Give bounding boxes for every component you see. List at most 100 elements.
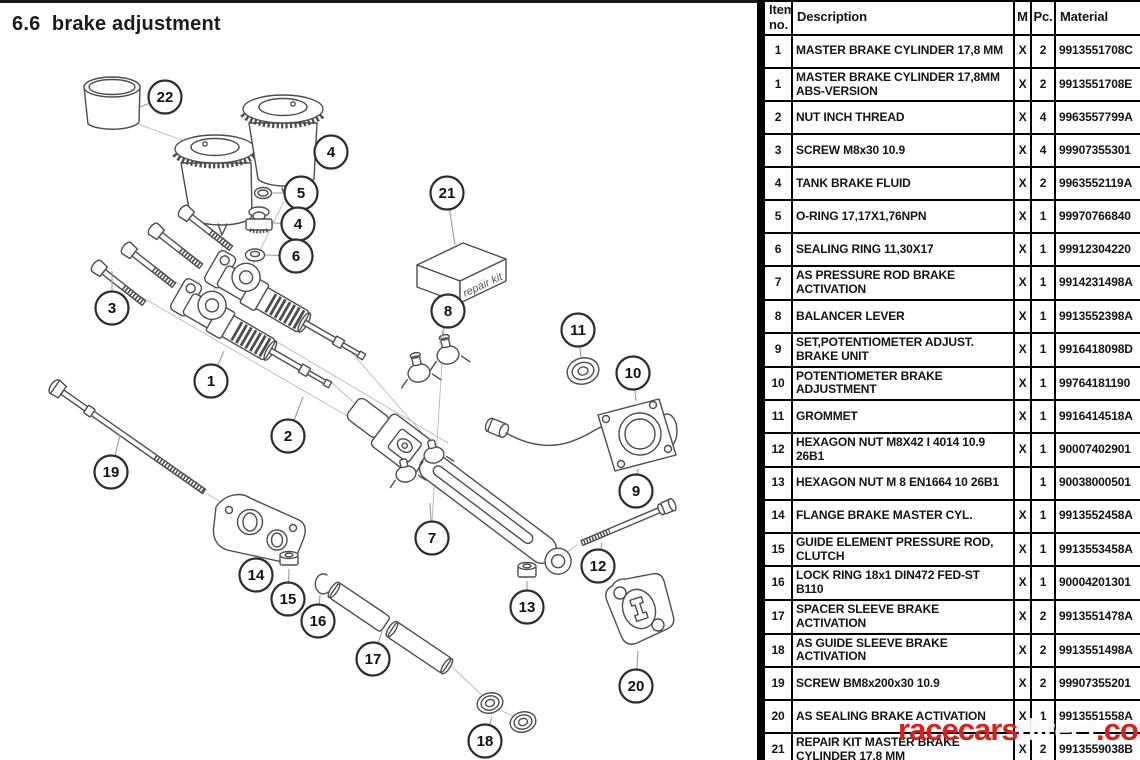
- svg-text:2: 2: [284, 428, 292, 445]
- cell-description: BALANCER LEVER: [791, 299, 1015, 335]
- parts-table: Item no. Description M Pc. Material 1MAS…: [763, 0, 1140, 760]
- cell-m: X: [1013, 199, 1032, 235]
- cell-description: HEXAGON NUT M8X42 I 4014 10.9 26B1: [791, 432, 1015, 468]
- svg-text:12: 12: [590, 558, 607, 575]
- header-material: Material: [1054, 0, 1140, 36]
- cell-item-no: 7: [763, 265, 793, 302]
- cell-item-no: 21: [763, 732, 793, 760]
- cell-pc: 1: [1030, 199, 1056, 235]
- cell-pc: 1: [1030, 332, 1056, 368]
- cell-m: X: [1013, 66, 1032, 103]
- cell-m: X: [1013, 732, 1032, 760]
- svg-text:10: 10: [625, 365, 642, 382]
- callout-10: 10: [615, 355, 651, 402]
- svg-text:14: 14: [248, 567, 265, 584]
- cell-item-no: 13: [763, 465, 793, 501]
- part-potentiometer-cable: [484, 417, 605, 447]
- cell-material: 99907355301: [1054, 133, 1140, 169]
- cell-pc: 1: [1030, 699, 1056, 735]
- svg-text:15: 15: [280, 591, 297, 608]
- callout-21: 21: [429, 175, 465, 246]
- cell-description: SCREW BM8x200x30 10.9: [791, 666, 1015, 702]
- cell-pc: 2: [1030, 666, 1056, 702]
- cell-item-no: 11: [763, 399, 793, 435]
- header-pc: Pc.: [1030, 0, 1056, 36]
- part-repair-kit-box: repair kit: [416, 242, 507, 304]
- cell-description: AS GUIDE SLEEVE BRAKE ACTIVATION: [791, 632, 1015, 669]
- cell-item-no: 19: [763, 666, 793, 702]
- cell-material: 9963557799A: [1054, 100, 1140, 136]
- cell-description: AS PRESSURE ROD BRAKE ACTIVATION: [791, 265, 1015, 302]
- cell-m: X: [1013, 299, 1032, 335]
- callout-6: 6: [264, 238, 314, 274]
- cell-description: GUIDE ELEMENT PRESSURE ROD, CLUTCH: [791, 531, 1015, 568]
- page-title: 6.6 brake adjustment: [12, 13, 221, 35]
- cell-item-no: 8: [763, 299, 793, 335]
- cell-material: 9914231498A: [1054, 265, 1140, 302]
- cell-material: 9916414518A: [1054, 399, 1140, 435]
- svg-text:8: 8: [444, 303, 452, 320]
- cell-description: HEXAGON NUT M 8 EN1664 10 26B1: [791, 465, 1015, 501]
- callout-3: 3: [94, 271, 130, 326]
- cell-pc: 1: [1030, 465, 1056, 501]
- cell-item-no: 5: [763, 199, 793, 235]
- cell-m: X: [1013, 632, 1032, 669]
- cell-pc: 2: [1030, 732, 1056, 760]
- cell-m: X: [1013, 100, 1032, 136]
- cell-description: LOCK RING 18x1 DIN472 FED-ST B110: [791, 565, 1015, 602]
- cell-item-no: 1: [763, 66, 793, 103]
- callout-7: 7: [414, 502, 450, 556]
- cell-description: MASTER BRAKE CYLINDER 17,8MM ABS-VERSION: [791, 66, 1015, 103]
- cell-material: 9913551708C: [1054, 33, 1140, 69]
- exploded-view-diagram: repair kit: [48, 76, 678, 759]
- part-lock-ring: [314, 573, 329, 595]
- cell-description: REPAIR KIT MASTER BRAKE CYLINDER 17,8 MM: [791, 732, 1015, 760]
- cell-pc: 1: [1030, 265, 1056, 302]
- cell-m: X: [1013, 399, 1032, 435]
- svg-text:11: 11: [570, 322, 586, 339]
- cell-item-no: 18: [763, 632, 793, 669]
- part-screws-m8: [90, 204, 234, 307]
- part-spacer-sleeves: [327, 581, 454, 675]
- cell-item-no: 6: [763, 232, 793, 268]
- svg-text:16: 16: [310, 613, 327, 630]
- callout-19: 19: [93, 434, 129, 490]
- svg-text:13: 13: [519, 599, 536, 616]
- callout-12: 12: [580, 542, 616, 584]
- svg-text:20: 20: [628, 678, 645, 695]
- callout-20: 20: [618, 650, 654, 704]
- part-master-cylinder-upper: [204, 250, 367, 361]
- svg-text:1: 1: [207, 373, 215, 390]
- callout-4: 4: [313, 134, 349, 170]
- svg-text:4: 4: [327, 144, 336, 161]
- part-sealing-plate: [605, 572, 675, 645]
- cell-item-no: 20: [763, 699, 793, 735]
- svg-text:21: 21: [439, 185, 456, 202]
- svg-text:5: 5: [297, 185, 305, 202]
- cell-material: 99764181190: [1054, 365, 1140, 402]
- svg-text:22: 22: [157, 89, 174, 106]
- svg-text:4: 4: [294, 216, 303, 233]
- svg-text:18: 18: [477, 733, 494, 750]
- cell-material: 99912304220: [1054, 232, 1140, 268]
- cell-item-no: 2: [763, 100, 793, 136]
- cell-item-no: 3: [763, 133, 793, 169]
- cell-m: X: [1013, 33, 1032, 69]
- cell-material: 9963552119A: [1054, 166, 1140, 202]
- cell-item-no: 10: [763, 365, 793, 402]
- cell-item-no: 15: [763, 531, 793, 568]
- cell-m: X: [1013, 365, 1032, 402]
- cell-material: 9913552398A: [1054, 299, 1140, 335]
